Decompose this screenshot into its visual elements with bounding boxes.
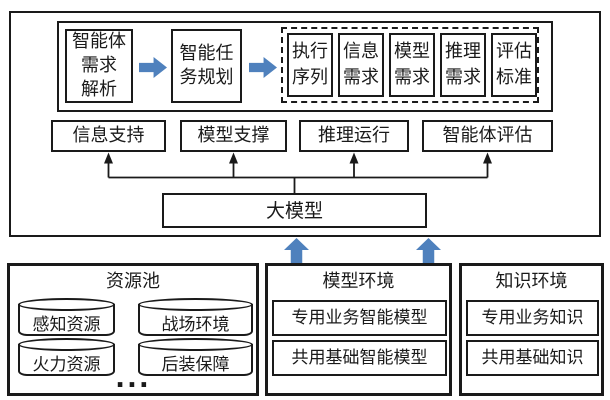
database-cylinder-icon: 战场环境 [138,298,253,336]
resource-pool-title: 资源池 [106,271,160,292]
output-model-requirements-box: 模型 需求 [389,33,435,97]
resource-item-label: 感知资源 [32,315,101,335]
agent-construction-panel [9,11,601,237]
output-execution-sequence-box: 执行 序列 [287,33,333,97]
dedicated-business-model-box: 专用业务智能模型 [272,300,447,336]
intelligent-task-planning-box: 智能任 务规划 [171,29,242,103]
support-information-box: 信息支持 [51,120,166,152]
dedicated-business-knowledge-box: 专用业务知识 [466,300,599,336]
shared-basic-model-box: 共用基础智能模型 [272,340,447,376]
model-environment-title: 模型环境 [322,271,395,292]
large-model-box: 大模型 [162,193,427,228]
knowledge-environment-title: 知识环境 [495,271,568,292]
up-arrow-icon [284,238,309,264]
knowledge-environment-panel: 知识环境 专用业务知识 共用基础知识 [459,263,604,396]
model-environment-panel: 模型环境 专用业务智能模型 共用基础智能模型 [265,263,452,396]
database-cylinder-icon: 感知资源 [18,298,115,336]
support-model-box: 模型支撑 [180,120,287,152]
resource-item-label: 火力资源 [32,355,101,375]
support-reasoning-box: 推理运行 [299,120,409,152]
output-evaluation-criteria-box: 评估 标准 [491,33,537,97]
support-agent-evaluation-box: 智能体评估 [422,120,553,152]
output-reasoning-requirements-box: 推理 需求 [440,33,486,97]
planning-outputs-dashed-box [281,27,539,103]
resource-pool-panel: 资源池 感知资源 战场环境 火力资源 后装保障 ... [7,263,259,396]
shared-basic-knowledge-box: 共用基础知识 [466,340,599,376]
output-information-requirements-box: 信息 需求 [338,33,384,97]
database-cylinder-icon: 火力资源 [18,338,115,376]
database-cylinder-icon: 后装保障 [138,338,253,376]
resource-item-label: 战场环境 [161,315,230,335]
up-arrow-icon [416,238,441,264]
agent-flow-container [57,21,553,112]
resource-item-label: 后装保障 [161,355,230,375]
agent-requirement-parsing-box: 智能体 需求 解析 [65,29,133,103]
